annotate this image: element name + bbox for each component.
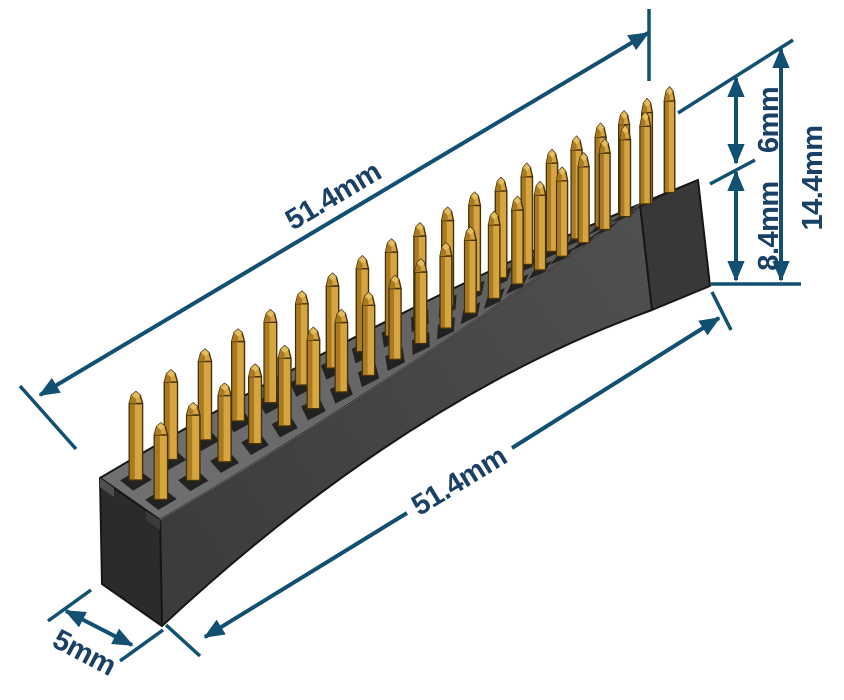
depth-dimension-line (64, 609, 134, 647)
dim-body-height-label: 8.4mm (753, 181, 785, 270)
pin-facet (307, 340, 313, 408)
extension-tick-lower (118, 628, 165, 663)
pin-facet (187, 415, 193, 480)
pin-facet (535, 195, 540, 270)
dimension-line-left-segment (203, 511, 409, 639)
pin-facet (440, 256, 445, 328)
pin-facet (232, 341, 238, 421)
pin-tip-highlight (156, 422, 166, 431)
pin-facet (600, 153, 604, 229)
pin-facet (296, 303, 301, 385)
pin-facet (389, 288, 395, 359)
pin-facet (620, 139, 625, 216)
pin-facet (640, 126, 645, 204)
pin-facet (264, 322, 270, 402)
extension-tick (18, 384, 78, 451)
pin-facet (357, 268, 362, 351)
extension-tick-left (164, 623, 202, 658)
pin-facet (218, 395, 224, 462)
extension-tick-right (710, 291, 733, 331)
pin-facet (665, 100, 669, 192)
pin-facet (129, 403, 135, 480)
dim-total-height-label: 14.4mm (797, 125, 829, 230)
pin-facet (279, 358, 284, 426)
pin-facet (557, 180, 562, 256)
pin-facet (489, 224, 494, 298)
dim-right-heights: 6mm 8.4mm 14.4mm (677, 38, 829, 286)
pin-facet (571, 149, 576, 239)
dimension-line (38, 31, 650, 397)
pin-facet (335, 322, 341, 392)
dim-pin-height-label: 6mm (753, 87, 785, 153)
pin-facet (547, 163, 552, 251)
pin-facet (363, 305, 368, 375)
pin-facet (415, 272, 420, 343)
pin-tip-highlight (666, 87, 673, 96)
left-end-notch-step-front (146, 511, 160, 530)
pin-facet (327, 286, 332, 368)
dimension-line-right-segment (510, 316, 721, 450)
left-end-notch-step-back (100, 478, 114, 497)
pin-facet (154, 434, 160, 499)
pin-facet (512, 209, 517, 284)
pin-facet (578, 166, 583, 243)
pin-tip-highlight (189, 402, 198, 411)
extension-tick-upper (46, 588, 93, 623)
pin-facet (465, 240, 470, 313)
pin-facet (249, 376, 255, 443)
